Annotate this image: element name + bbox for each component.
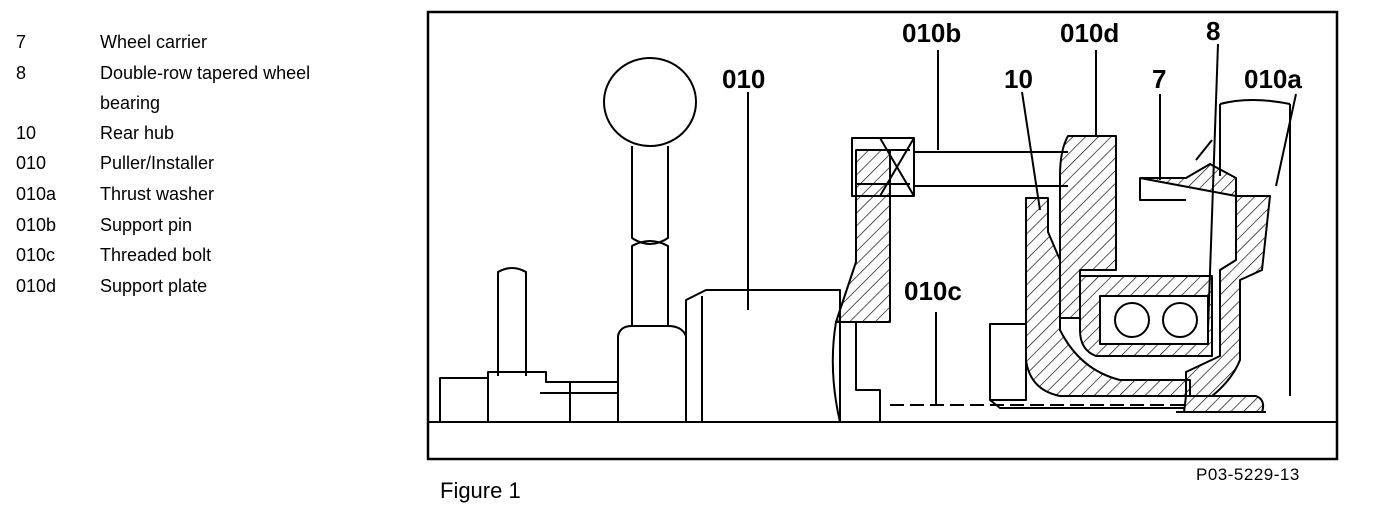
wheel-carrier-edge (1195, 139, 1213, 161)
legend-text: Double-row tapered wheel (100, 63, 311, 83)
leader-10 (1021, 91, 1041, 211)
figure-frame (426, 10, 1339, 461)
puller-handle-stem-upper (631, 146, 669, 245)
bearing-ball (1162, 302, 1198, 338)
legend-number: 010c (16, 245, 56, 265)
legend-number: 010b (16, 215, 57, 235)
leader-010a (1275, 93, 1297, 187)
puller-handle-base (617, 325, 687, 422)
legend-number: 8 (16, 63, 27, 83)
puller-handle-knob (603, 57, 697, 147)
legend-text: Puller/Installer (100, 153, 215, 173)
callout-7: 7 (1152, 64, 1166, 94)
support-pin-nut (851, 137, 915, 197)
leader-8 (1207, 43, 1219, 331)
callout-010: 010 (722, 64, 765, 94)
legend-text: bearing (100, 93, 161, 113)
support-pin-nut-cross (879, 137, 915, 197)
rear-hub-flange (989, 323, 1027, 401)
support-plate-column (835, 149, 891, 323)
support-plate-010d (1059, 135, 1117, 319)
support-pin-left (497, 267, 527, 376)
shaft-steps (487, 378, 571, 422)
legend-text: Threaded bolt (100, 245, 212, 265)
callout-010c: 010c (904, 276, 962, 306)
support-plate-step (855, 322, 881, 422)
callout-010d: 010d (1060, 18, 1119, 48)
puller-body (685, 289, 841, 422)
legend-number: 010 (16, 153, 47, 173)
rear-hub-base (989, 399, 1184, 409)
legend-text: Wheel carrier (100, 32, 208, 52)
bearing-ball (1114, 302, 1150, 338)
legend-number: 010a (16, 184, 57, 204)
callout-010a: 010a (1244, 64, 1302, 94)
legend-text: Support plate (100, 276, 208, 296)
wheel-carrier-lip (1139, 178, 1186, 201)
legend-number: 10 (16, 123, 37, 143)
support-pin-rod (914, 151, 1068, 187)
shaft-left-end (439, 371, 619, 422)
figure-reference-code: P03-5229-13 (1196, 465, 1300, 484)
callout-010b: 010b (902, 18, 961, 48)
wheel-carrier-top (1219, 99, 1291, 176)
callout-10: 10 (1004, 64, 1033, 94)
legend-number: 7 (16, 32, 27, 52)
legend-text: Thrust washer (100, 184, 215, 204)
callout-8: 8 (1206, 16, 1220, 46)
thrust-washer (1183, 395, 1265, 413)
figure-caption: Figure 1 (440, 478, 521, 503)
support-plate-curve (831, 321, 841, 423)
legend-number: 010d (16, 276, 57, 296)
rear-hub (1025, 197, 1191, 397)
puller-handle-stem-lower (631, 240, 669, 327)
wheel-carrier (1139, 163, 1271, 397)
legend-text: Support pin (100, 215, 193, 235)
legend-text: Rear hub (100, 123, 175, 143)
